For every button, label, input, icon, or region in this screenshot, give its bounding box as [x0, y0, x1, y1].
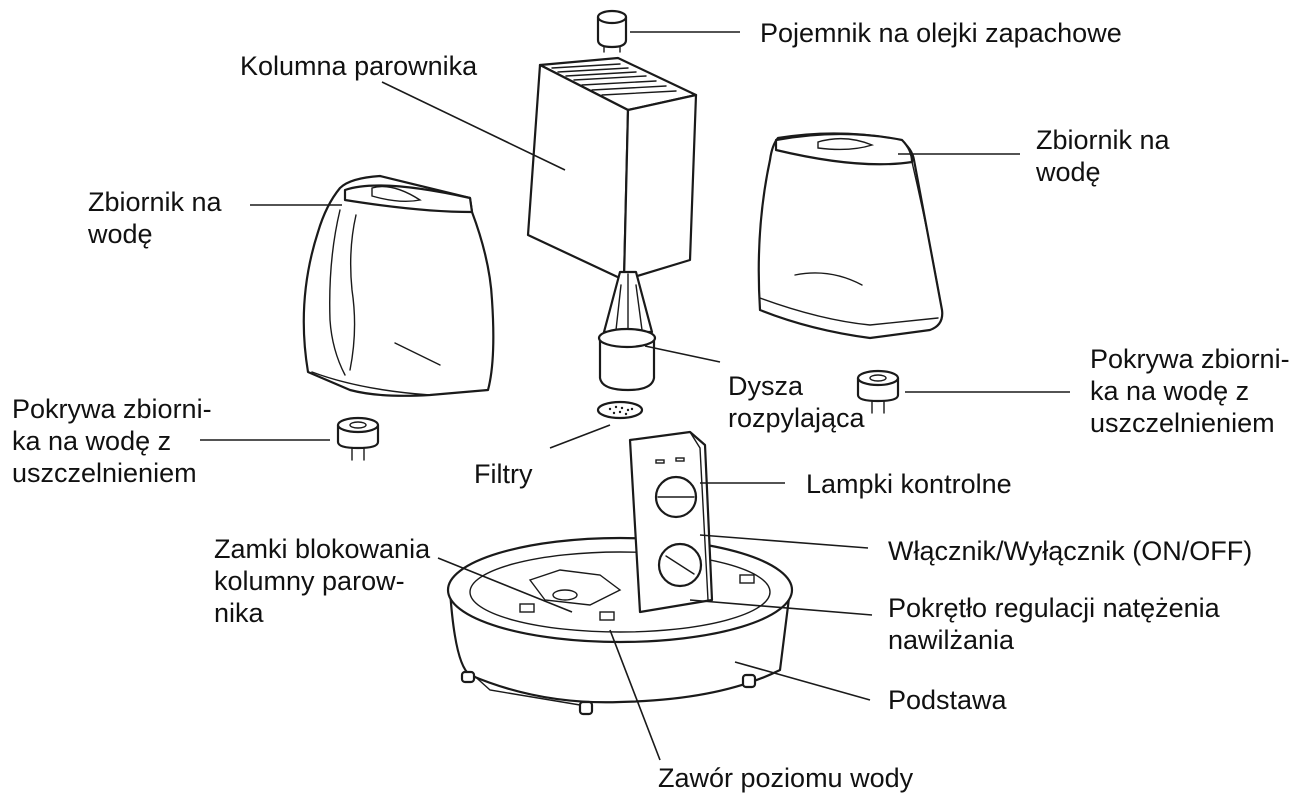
- label-humidity-knob-line-1: Pokrętło regulacji natężenia: [888, 593, 1220, 623]
- label-tank-left-line-2: wodę: [88, 219, 153, 249]
- label-locks-line-2: kolumny parow-: [214, 566, 405, 596]
- label-locks: Zamki blokowania kolumny parow- nika: [214, 533, 430, 629]
- label-cap-right-line-2: ka na wodę z: [1090, 376, 1250, 406]
- label-locks-line-3: nika: [214, 598, 264, 628]
- left-water-tank-illustration: [302, 174, 495, 397]
- label-cap-left-line-3: uszczelnieniem: [12, 458, 197, 488]
- label-cap-right: Pokrywa zbiorni- ka na wodę z uszczelnie…: [1090, 343, 1290, 439]
- label-cap-right-line-1: Pokrywa zbiorni-: [1090, 344, 1290, 374]
- label-tank-right-line-2: wodę: [1036, 157, 1101, 187]
- left-cap-illustration: [336, 416, 380, 461]
- filter-illustration: [596, 400, 644, 420]
- label-cap-left-line-2: ka na wodę z: [12, 426, 172, 456]
- label-tank-left-line-1: Zbiornik na: [88, 187, 222, 217]
- label-indicator-lamps: Lampki kontrolne: [806, 469, 1012, 499]
- label-base: Podstawa: [888, 685, 1007, 715]
- label-nozzle: Dysza rozpylająca: [728, 370, 865, 434]
- label-nozzle-line-2: rozpylająca: [728, 403, 865, 433]
- nozzle-illustration: [597, 270, 657, 392]
- right-cap-illustration: [856, 369, 900, 414]
- label-water-valve: Zawór poziomu wody: [658, 763, 914, 793]
- label-cap-right-line-3: uszczelnieniem: [1090, 408, 1275, 438]
- base-illustration: [446, 536, 794, 716]
- label-tank-right-line-1: Zbiornik na: [1036, 125, 1170, 155]
- label-locks-line-1: Zamki blokowania: [214, 534, 431, 564]
- label-cap-left: Pokrywa zbiorni- ka na wodę z uszczelnie…: [12, 393, 212, 489]
- control-panel-illustration: [628, 430, 714, 614]
- label-humidity-knob: Pokrętło regulacji natężenia nawilżania: [888, 592, 1220, 656]
- label-power-switch: Włącznik/Wyłącznik (ON/OFF): [888, 536, 1253, 566]
- label-nozzle-line-1: Dysza: [728, 371, 804, 401]
- evaporator-column-illustration: [526, 56, 698, 282]
- leader-lines: [200, 31, 1070, 761]
- label-oil-container: Pojemnik na olejki zapachowe: [760, 18, 1122, 48]
- label-tank-right: Zbiornik na wodę: [1036, 124, 1170, 188]
- label-filters: Filtry: [474, 459, 533, 489]
- label-humidity-knob-line-2: nawilżania: [888, 625, 1015, 655]
- oil-container-illustration: [596, 9, 628, 53]
- label-cap-left-line-1: Pokrywa zbiorni-: [12, 394, 212, 424]
- label-tank-left: Zbiornik na wodę: [88, 186, 222, 250]
- label-evaporator-column: Kolumna parownika: [240, 51, 478, 81]
- right-water-tank-illustration: [757, 132, 944, 340]
